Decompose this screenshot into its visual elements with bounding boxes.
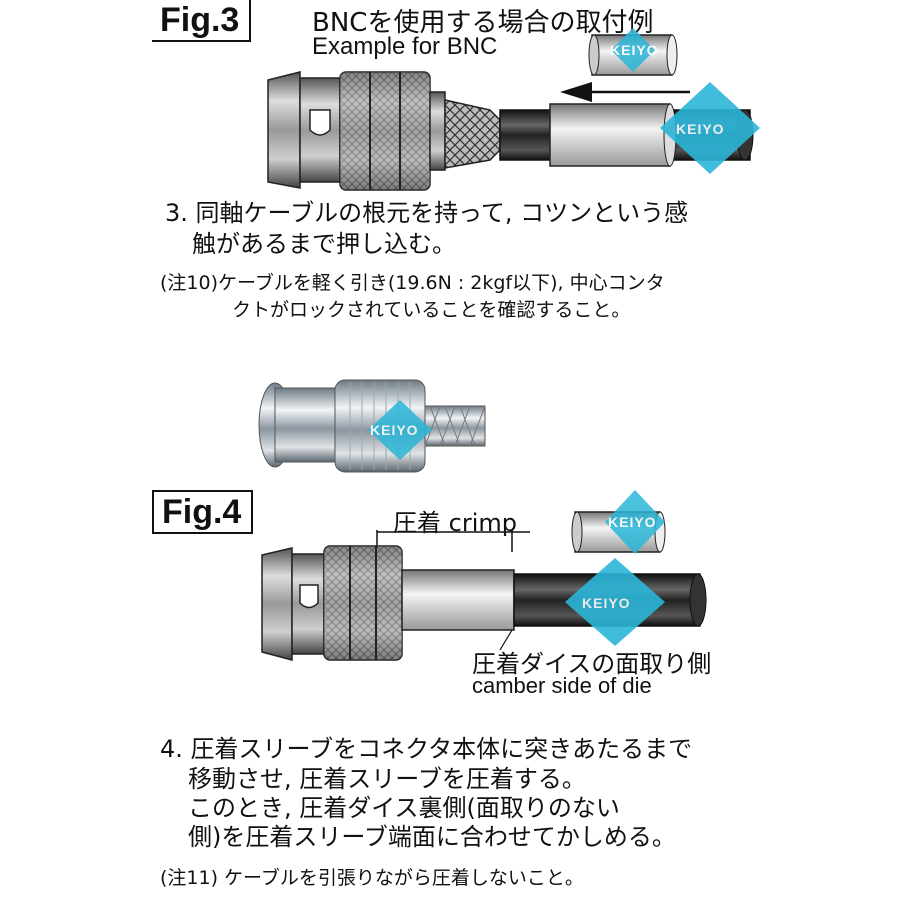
fig3-title-jp: BNCを使用する場合の取付例 [312,8,654,38]
assembled-connector-photo: KEIYO [258,379,486,473]
fig3-label: Fig.3 [152,0,252,42]
die-leader-line [499,629,513,651]
fig4-illustration: KEIYO KEIYO [261,490,707,661]
svg-text:KEIYO: KEIYO [608,514,657,530]
crimp-label: 圧着 crimp [393,509,517,537]
fig3-illustration: KEIYO KEIYO [267,28,760,191]
watermark-diamond-icon: KEIYO [565,558,665,646]
watermark-diamond-icon: KEIYO [610,28,659,72]
watermark-diamond-icon: KEIYO [660,82,760,174]
direction-arrow-icon [560,82,690,102]
watermark-diamond-icon: KEIYO [368,400,432,460]
fig4-step-line-1: 4. 圧着スリーブをコネクタ本体に突きあたるまで [160,735,693,763]
fig4-step-line-4: 側)を圧着スリーブ端面に合わせてかしめる。 [188,823,676,851]
fig3-step-line-2: 触があるまで押し込む。 [192,230,456,258]
fig3-step-line-1: 3. 同軸ケーブルの根元を持って, コツンという感 [165,199,689,227]
svg-text:KEIYO: KEIYO [676,121,725,137]
bnc-connector-illustration [267,71,754,191]
fig3-note-line-2: クトがロックされていることを確認すること。 [232,299,631,321]
svg-text:KEIYO: KEIYO [582,595,631,611]
die-label-jp: 圧着ダイスの面取り側 [472,650,712,678]
watermark-diamond-icon: KEIYO [605,490,665,554]
fig3-note-line-1: (注10)ケーブルを軽く引き(19.6N : 2kgf以下), 中心コンタ [160,272,665,294]
die-label-en: camber side of die [472,673,652,698]
fig4-note: (注11) ケーブルを引張りながら圧着しないこと。 [160,867,584,889]
bnc-connector-illustration [261,545,707,661]
fig4-step-line-3: このとき, 圧着ダイス裏側(面取りのない [188,794,620,822]
fig3-title-en: Example for BNC [312,33,498,60]
svg-text:KEIYO: KEIYO [610,42,659,58]
fig4-step-line-2: 移動させ, 圧着スリーブを圧着する。 [188,765,586,793]
fig4-label: Fig.4 [152,490,254,534]
svg-text:KEIYO: KEIYO [370,422,419,438]
